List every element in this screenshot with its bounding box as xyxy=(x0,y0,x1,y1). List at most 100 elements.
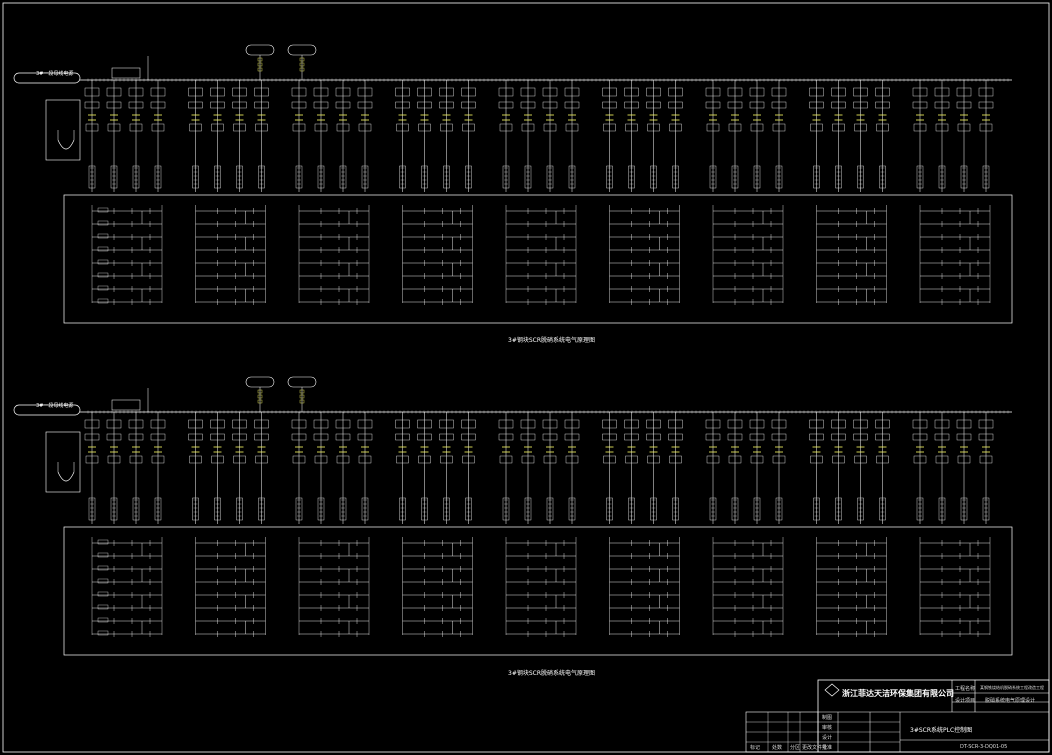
feeder-tag-0-7-1 xyxy=(835,165,842,189)
supply-symbol-1-0 xyxy=(245,376,275,388)
project-label: 工程名称 xyxy=(955,686,976,692)
feeder-tag-1-6-3 xyxy=(775,497,783,521)
feeder-tag-1-6-0 xyxy=(709,497,717,521)
feeder-tag-0-8-3 xyxy=(982,165,990,189)
feeder-tag-1-2-0 xyxy=(295,497,303,521)
local-panel-0 xyxy=(45,99,81,161)
feeder-tag-0-3-0 xyxy=(399,165,406,189)
footer-label-2: 分区 xyxy=(790,745,801,751)
feeder-tag-1-2-1 xyxy=(317,497,325,521)
feeder-tag-1-7-2 xyxy=(857,497,864,521)
feeder-tag-0-6-0 xyxy=(709,165,717,189)
row-label-3: 批准 xyxy=(822,745,833,751)
feeder-tag-1-8-2 xyxy=(960,497,968,521)
company-logo xyxy=(824,683,840,697)
feeder-tag-1-3-0 xyxy=(399,497,406,521)
feeder-tag-0-8-1 xyxy=(938,165,946,189)
feeder-tag-1-6-1 xyxy=(731,497,739,521)
feeder-tag-0-2-2 xyxy=(339,165,347,189)
feeder-tag-1-1-0 xyxy=(192,497,199,521)
feeder-tag-0-7-3 xyxy=(879,165,886,189)
feeder-tag-0-3-1 xyxy=(421,165,428,189)
footer-label-3: 更改文件号 xyxy=(802,745,828,751)
project-name: 某钢铁烧结机脱硝系统工程改造工程 xyxy=(980,685,1044,690)
feeder-tag-1-8-3 xyxy=(982,497,990,521)
feeder-tag-1-7-0 xyxy=(813,497,820,521)
sub-name: 脱硝系统电气原理设计 xyxy=(985,698,1036,704)
feeder-tag-1-3-3 xyxy=(465,497,472,521)
feeder-tag-0-1-3 xyxy=(258,165,265,189)
local-coil-0 xyxy=(57,139,75,150)
feeder-tag-1-8-1 xyxy=(938,497,946,521)
feeder-tag-1-2-2 xyxy=(339,497,347,521)
feeder-tag-0-8-0 xyxy=(916,165,924,189)
row-label-0: 制图 xyxy=(822,715,833,721)
feeder-tag-1-1-1 xyxy=(214,497,221,521)
source-terminal-0 xyxy=(13,72,81,84)
feeder-tag-0-6-3 xyxy=(775,165,783,189)
feeder-tag-0-0-3 xyxy=(154,165,162,189)
feeder-tag-0-4-2 xyxy=(546,165,554,189)
feeder-tag-1-8-0 xyxy=(916,497,924,521)
bus-label-top: 3#一段母线电源 xyxy=(36,71,74,77)
feeder-tag-0-8-2 xyxy=(960,165,968,189)
feeder-tag-1-7-1 xyxy=(835,497,842,521)
feeder-tag-1-4-1 xyxy=(524,497,532,521)
feeder-tag-1-3-1 xyxy=(421,497,428,521)
feeder-tag-1-0-1 xyxy=(110,497,118,521)
bus-tag-0 xyxy=(111,67,141,79)
row-label-1: 审核 xyxy=(822,725,833,731)
supply-symbol-0-1 xyxy=(287,44,317,56)
feeder-tag-1-4-2 xyxy=(546,497,554,521)
feeder-tag-0-1-1 xyxy=(214,165,221,189)
feeder-tag-0-0-0 xyxy=(88,165,96,189)
drawing-title: 3#SCR系统PLC控制图 xyxy=(910,727,973,734)
feeder-tag-1-5-3 xyxy=(672,497,679,521)
feeder-tag-0-1-2 xyxy=(236,165,243,189)
section-caption-bottom: 3#钢块SCR脱硝系统电气原理图 xyxy=(508,670,596,677)
feeder-tag-0-4-3 xyxy=(568,165,576,189)
feeder-tag-0-5-1 xyxy=(628,165,635,189)
footer-label-0: 标记 xyxy=(750,745,761,751)
feeder-tag-1-0-3 xyxy=(154,497,162,521)
feeder-tag-1-5-2 xyxy=(650,497,657,521)
feeder-tag-0-3-2 xyxy=(443,165,450,189)
feeder-tag-0-3-3 xyxy=(465,165,472,189)
feeder-tag-0-2-0 xyxy=(295,165,303,189)
feeder-tag-0-5-0 xyxy=(606,165,613,189)
drawing-number: DT-SCR-3-DQ01-05 xyxy=(960,744,1008,750)
feeder-tag-0-6-1 xyxy=(731,165,739,189)
sub-label: 设计项目 xyxy=(955,698,976,704)
local-panel-1 xyxy=(45,431,81,493)
local-coil-1 xyxy=(57,471,75,482)
supply-symbol-0-0 xyxy=(245,44,275,56)
feeder-tag-1-0-2 xyxy=(132,497,140,521)
bus-tag-1 xyxy=(111,399,141,411)
plc-frame-0 xyxy=(63,194,1013,324)
feeder-tag-0-2-1 xyxy=(317,165,325,189)
feeder-tag-0-2-3 xyxy=(361,165,369,189)
feeder-tag-0-4-1 xyxy=(524,165,532,189)
feeder-tag-0-0-2 xyxy=(132,165,140,189)
feeder-tag-1-3-2 xyxy=(443,497,450,521)
company-name: 浙江菲达天洁环保集团有限公司 xyxy=(842,689,954,698)
feeder-tag-1-4-0 xyxy=(502,497,510,521)
feeder-tag-1-6-2 xyxy=(753,497,761,521)
feeder-tag-0-0-1 xyxy=(110,165,118,189)
plc-frame-1 xyxy=(63,526,1013,656)
feeder-tag-1-2-3 xyxy=(361,497,369,521)
feeder-tag-0-1-0 xyxy=(192,165,199,189)
feeder-tag-1-1-3 xyxy=(258,497,265,521)
feeder-tag-0-7-0 xyxy=(813,165,820,189)
feeder-tag-1-5-1 xyxy=(628,497,635,521)
feeder-tag-0-6-2 xyxy=(753,165,761,189)
source-terminal-1 xyxy=(13,404,81,416)
feeder-tag-0-5-3 xyxy=(672,165,679,189)
feeder-tag-0-4-0 xyxy=(502,165,510,189)
feeder-tag-1-1-2 xyxy=(236,497,243,521)
feeder-tag-0-7-2 xyxy=(857,165,864,189)
bus-label-bottom: 3#一段母线电源 xyxy=(36,403,74,409)
footer-label-1: 处数 xyxy=(772,745,783,751)
